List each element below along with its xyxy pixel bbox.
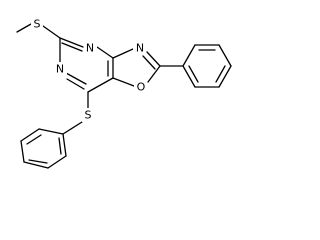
atom-s-phenyl: S (82, 108, 94, 122)
bond-c7a-c7 (87, 77, 114, 93)
atom-n1: N (54, 62, 67, 76)
ph1-bond-3 (218, 44, 232, 67)
ph1-inner-3 (188, 65, 199, 83)
bond-c5-n3-double (61, 42, 83, 52)
atom-s-methyl: S (31, 17, 43, 31)
atom-n1-label: N (56, 63, 64, 76)
bond-n3-c3a (96, 46, 114, 59)
atom-o-oxazole: O (134, 80, 147, 94)
atom-s-methyl-label: S (34, 18, 41, 31)
atom-n3: N (84, 41, 97, 55)
ph2-bond-5 (47, 155, 67, 169)
atom-o-oxazole-label: O (137, 81, 146, 94)
ph1-bond-6 (182, 65, 196, 88)
ph2-bond-6 (62, 133, 67, 157)
ph1-bond-4 (218, 65, 232, 88)
ph2-bond-2 (20, 128, 40, 142)
bond-s-ph2 (62, 121, 83, 135)
ph2-bond-1 (38, 128, 64, 135)
atom-n3-label: N (86, 42, 94, 55)
ph2-bond-4 (23, 161, 49, 169)
ph1-bond-1 (182, 44, 196, 67)
bond-n-c2 (146, 51, 161, 67)
molecule-structure: S N N N O S (16, 17, 232, 169)
bond-n1-c7 (65, 72, 87, 85)
ph2-inner-1 (26, 134, 42, 145)
bond-n-c2-double (142, 55, 156, 70)
ph2-inner-2 (28, 159, 48, 164)
ph1-inner-2 (215, 65, 226, 83)
bond-c5-n3 (59, 37, 84, 48)
atom-n-oxazole-label: N (136, 42, 144, 55)
bond-c7-n1-double (66, 78, 85, 90)
bond-o-c7a (112, 77, 135, 87)
atom-n-oxazole: N (133, 41, 146, 55)
bond-s-c5 (42, 25, 61, 39)
bond-methyl-s (16, 23, 32, 33)
bond-c2-o (147, 65, 161, 83)
ph2-bond-3 (20, 140, 25, 163)
ph2-inner-3 (58, 137, 62, 155)
bond-c3a-n (112, 48, 134, 59)
atom-s-phenyl-label: S (85, 109, 92, 122)
